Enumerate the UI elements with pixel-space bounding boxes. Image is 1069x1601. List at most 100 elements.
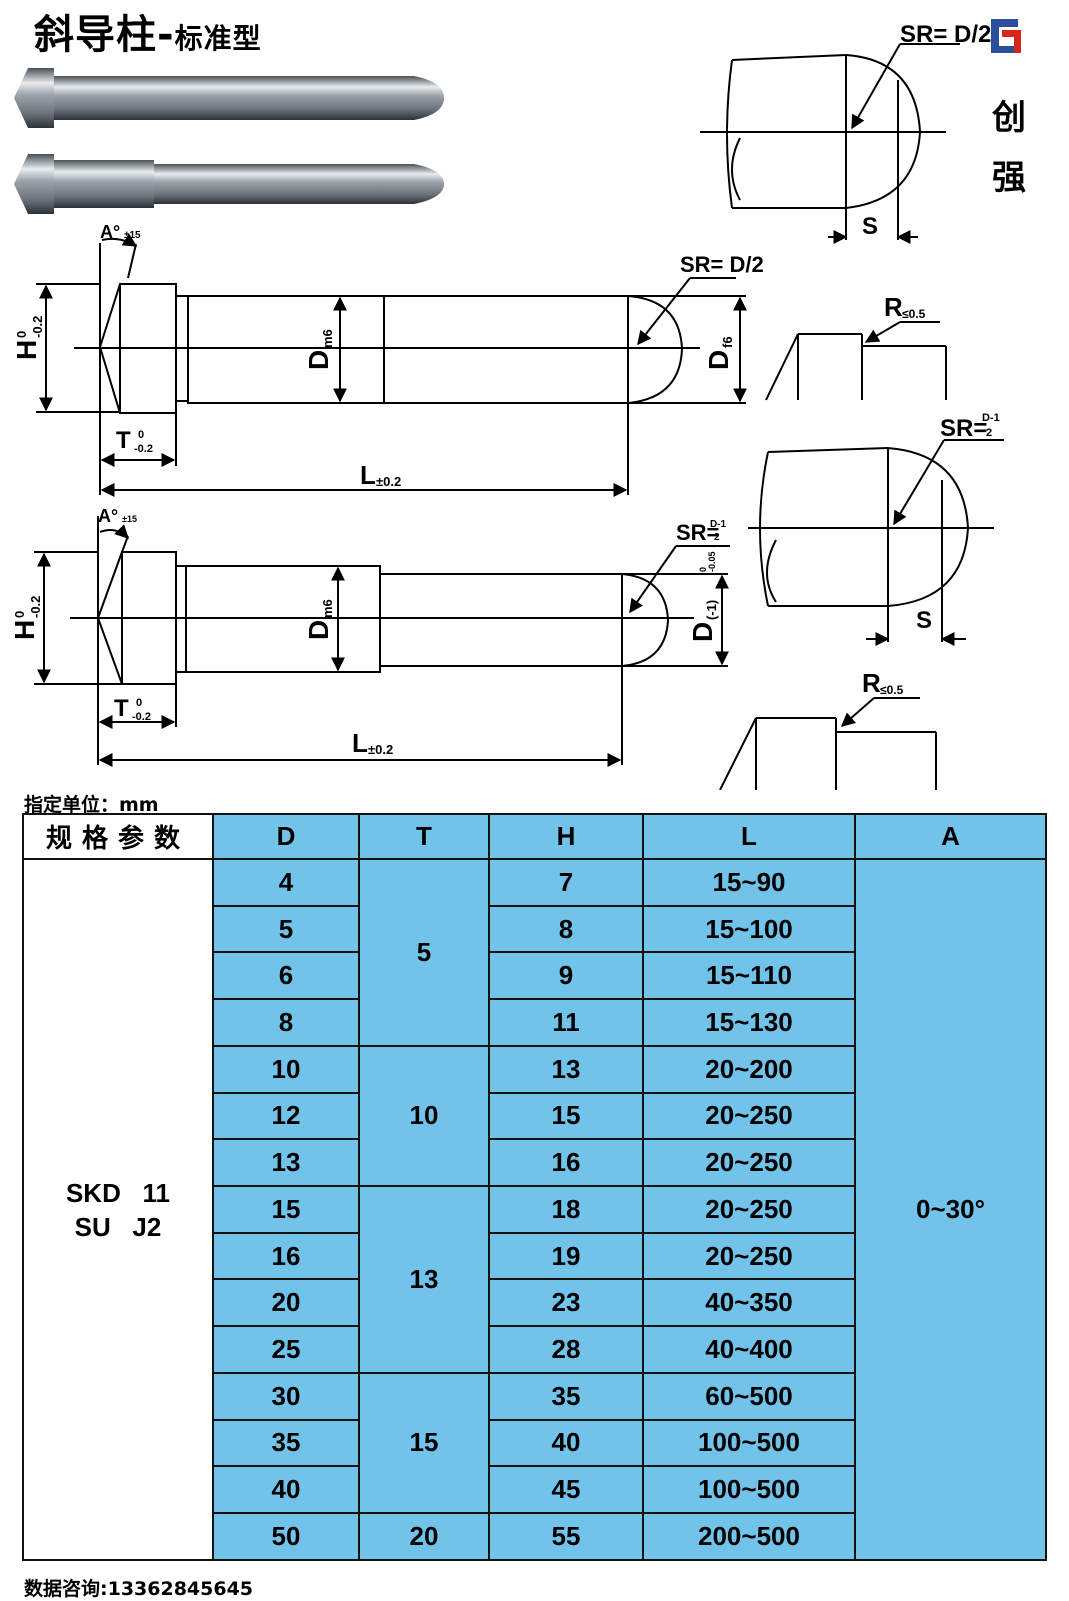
- cell-d: 13: [212, 1138, 360, 1188]
- table-row: 35 40 100~500: [23, 1418, 1046, 1468]
- cell-h: 7: [488, 858, 644, 907]
- cell-d: 30: [212, 1371, 360, 1421]
- d-label-minus: D: [687, 622, 718, 642]
- cell-d: 50: [212, 1512, 360, 1561]
- header-d: D: [212, 813, 360, 860]
- table-row: 30 15 35 60~500: [23, 1371, 1046, 1515]
- l-label-2: L: [352, 728, 368, 758]
- table-row: 50 20 55 200~500: [23, 1512, 1046, 1561]
- cell-l: 200~500: [642, 1512, 856, 1561]
- l-label-1: L: [360, 460, 376, 490]
- cell-d: 5: [212, 904, 360, 954]
- technical-drawing: SR= D/2 S A° ±15 SR= D/2 H 0 -0.2 T 0 -0…: [9, 21, 1004, 790]
- page-title: 斜导柱-标准型: [34, 12, 262, 58]
- table-header-row: 规格参数 D T H L A: [22, 813, 1047, 860]
- cell-t: 15: [358, 1371, 490, 1515]
- table-row: 20 23 40~350: [23, 1278, 1046, 1328]
- header-l: L: [642, 813, 856, 860]
- cell-l: 20~250: [642, 1231, 856, 1281]
- brand-char-2: 强: [992, 158, 1026, 198]
- r-tol-mid: ≤0.5: [902, 307, 926, 321]
- d-m6-2: m6: [320, 599, 335, 618]
- table-row: SKD 11 SU J2 4 5 7 15~90 0~30°: [22, 858, 1047, 1561]
- d-f6: f6: [720, 336, 735, 348]
- cell-t: 5: [358, 858, 490, 1047]
- material-cell: SKD 11 SU J2: [22, 858, 214, 1561]
- brand-logo: [988, 16, 1024, 56]
- cell-h: 13: [488, 1044, 644, 1094]
- d-label-f6: D: [703, 350, 734, 370]
- cell-l: 15~90: [642, 858, 856, 907]
- d-m6-1: m6: [320, 329, 335, 348]
- table-row: 40 45 100~500: [23, 1465, 1046, 1515]
- material-line-1: SKD 11: [65, 1177, 171, 1208]
- cell-d: 10: [212, 1044, 360, 1094]
- d-minus-tol-lo: -0.05: [707, 551, 717, 572]
- cell-a: 0~30°: [854, 858, 1047, 1561]
- cell-h: 23: [488, 1278, 644, 1328]
- cell-t: 10: [358, 1044, 490, 1188]
- cell-l: 15~110: [642, 951, 856, 1001]
- t-tol-up-1: 0: [138, 429, 144, 441]
- table-row: 5 8 15~100: [23, 904, 1046, 954]
- l-tol-1: ±0.2: [376, 474, 401, 489]
- h-label-1: H: [11, 340, 42, 360]
- cell-h: 8: [488, 904, 644, 954]
- angle-label-2: A°: [98, 506, 118, 526]
- cell-l: 20~200: [642, 1044, 856, 1094]
- cell-h: 11: [488, 998, 644, 1047]
- cell-h: 15: [488, 1091, 644, 1141]
- cell-h: 40: [488, 1418, 644, 1468]
- cell-d: 40: [212, 1465, 360, 1515]
- cell-d: 12: [212, 1091, 360, 1141]
- cell-t: 13: [358, 1185, 490, 1374]
- cell-d: 35: [212, 1418, 360, 1468]
- t-label-2: T: [114, 695, 129, 722]
- sr-label-main-2: SR=: [676, 520, 719, 545]
- cell-h: 18: [488, 1185, 644, 1234]
- table-row: 15 13 18 20~250: [23, 1185, 1046, 1374]
- d-label-1: D: [303, 350, 334, 370]
- sr-num-main-2: D-1: [710, 519, 727, 530]
- cell-h: 19: [488, 1231, 644, 1281]
- sr-num-mid: D-1: [982, 412, 1000, 424]
- contact-info: 数据咨询:13362845645: [24, 1578, 254, 1600]
- header-t: T: [358, 813, 490, 860]
- sr-label-mid: SR=: [940, 415, 987, 442]
- d-label-2: D: [303, 620, 334, 640]
- angle-label-1: A°: [100, 222, 120, 242]
- table-row: 25 28 40~400: [23, 1325, 1046, 1374]
- cell-d: 6: [212, 951, 360, 1001]
- spec-table: 规格参数 D T H L A SKD 11 SU J2 4 5 7 15~90 …: [22, 813, 1047, 1561]
- table-row: 8 11 15~130: [23, 998, 1046, 1047]
- d-minus: (-1): [704, 600, 719, 620]
- product-photo-rod-1: [14, 68, 444, 128]
- material-line-2: SU J2: [74, 1211, 162, 1242]
- unit-label: 指定单位：mm: [24, 794, 159, 816]
- table-row: 16 19 20~250: [23, 1231, 1046, 1281]
- cell-h: 9: [488, 951, 644, 1001]
- t-label-1: T: [116, 427, 131, 454]
- sr-den-mid: 2: [986, 427, 992, 439]
- table-row: 10 10 13 20~200: [23, 1044, 1046, 1188]
- cell-h: 28: [488, 1325, 644, 1374]
- cell-l: 20~250: [642, 1138, 856, 1188]
- t-tol-up-2: 0: [136, 697, 142, 709]
- h-tol-lo-1: -0.2: [30, 316, 45, 338]
- cell-l: 20~250: [642, 1185, 856, 1234]
- h-tol-lo-2: -0.2: [28, 596, 43, 618]
- cell-h: 35: [488, 1371, 644, 1421]
- sr-label-main-1: SR= D/2: [680, 252, 764, 277]
- t-tol-lo-1: -0.2: [134, 443, 153, 455]
- header-h: H: [488, 813, 644, 860]
- header-a: A: [854, 813, 1047, 860]
- t-tol-lo-2: -0.2: [132, 711, 151, 723]
- s-label-top: S: [862, 213, 878, 240]
- cell-l: 15~100: [642, 904, 856, 954]
- r-label-bottom: R: [862, 668, 881, 698]
- table-row: 6 9 15~110: [23, 951, 1046, 1001]
- h-label-2: H: [9, 620, 40, 640]
- brand-char-1: 创: [992, 98, 1026, 138]
- h-tol-up-2: 0: [12, 611, 27, 618]
- r-label-mid: R: [884, 292, 903, 322]
